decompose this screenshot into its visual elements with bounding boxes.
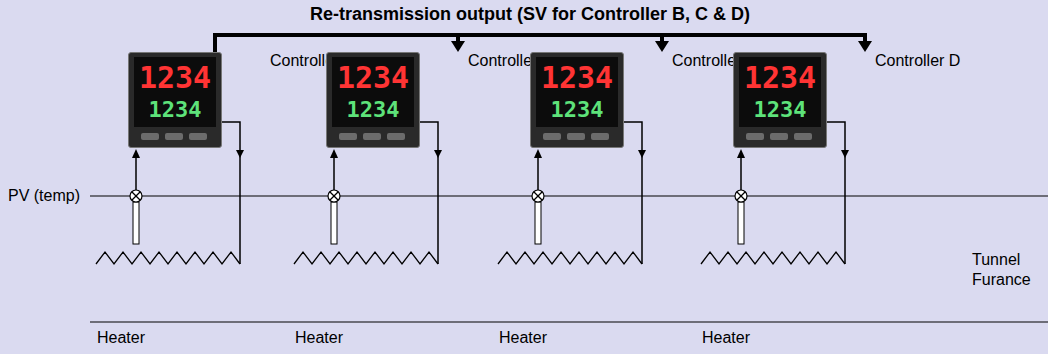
controller-node: 12341234Controller A — [128, 52, 358, 148]
heater-label: Heater — [702, 329, 750, 347]
retransmission-connector — [215, 35, 872, 52]
key-button — [189, 133, 207, 140]
signal-label: PV (temp) — [8, 187, 80, 205]
arrow-head — [451, 41, 465, 52]
furnace-label: Tunnel Furance — [972, 250, 1044, 290]
pv-digits: 1234 — [531, 61, 623, 95]
key-button — [141, 133, 159, 140]
pv-digits: 1234 — [129, 61, 221, 95]
sv-digits: 1234 — [734, 97, 826, 123]
controller-device: 12341234 — [530, 52, 624, 148]
furnace-floor — [90, 321, 1048, 322]
key-button — [339, 133, 357, 140]
retransmission-connector — [215, 35, 669, 52]
key-button — [794, 133, 812, 140]
sv-digits: 1234 — [129, 97, 221, 123]
key-button — [746, 133, 764, 140]
key-button — [591, 133, 609, 140]
arrow-head — [858, 41, 872, 52]
arrow-head — [655, 41, 669, 52]
key-button — [165, 133, 183, 140]
pv-digits: 1234 — [734, 61, 826, 95]
controller-device: 12341234 — [128, 52, 222, 148]
key-button — [387, 133, 405, 140]
key-button — [770, 133, 788, 140]
controller-node: 12341234Controller C — [530, 52, 762, 148]
pv-line — [90, 195, 1048, 196]
heater-label: Heater — [499, 329, 547, 347]
heater-label: Heater — [97, 329, 145, 347]
controller-device: 12341234 — [733, 52, 827, 148]
pv-digits: 1234 — [327, 61, 419, 95]
controller-device: 12341234 — [326, 52, 420, 148]
heater-label: Heater — [295, 329, 343, 347]
sv-digits: 1234 — [531, 97, 623, 123]
retransmission-connector — [215, 35, 465, 52]
connector-line — [215, 35, 458, 52]
key-button — [567, 133, 585, 140]
connector-line — [215, 35, 662, 52]
controller-node: 12341234Controller B — [326, 52, 557, 148]
sv-digits: 1234 — [327, 97, 419, 123]
key-button — [543, 133, 561, 140]
key-button — [363, 133, 381, 140]
connector-line — [215, 35, 865, 52]
diagram-title: Re-transmission output (SV for Controlle… — [6, 4, 1048, 25]
controller-label: Controller D — [875, 52, 960, 70]
controller-node: 12341234 Controller D — [733, 52, 965, 148]
